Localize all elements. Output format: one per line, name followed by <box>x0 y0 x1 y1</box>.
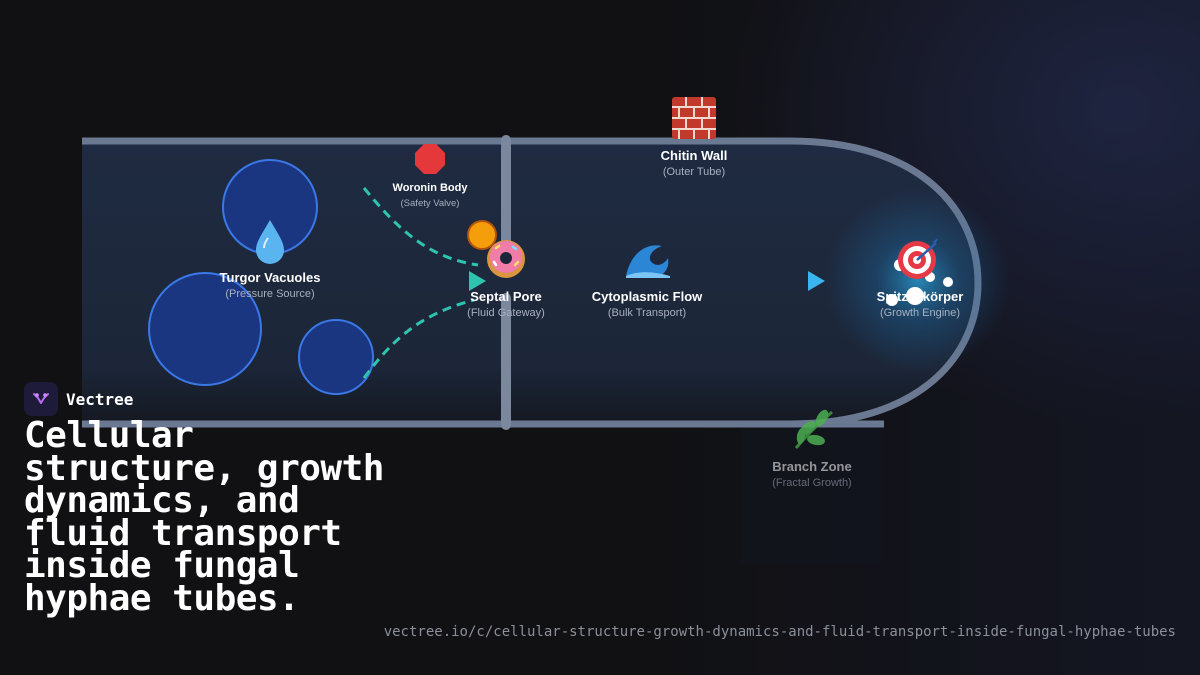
donut-icon <box>487 240 525 278</box>
flow-path-lower <box>362 298 475 379</box>
woronin-body-title: Woronin Body <box>392 182 468 194</box>
vacuole-small <box>298 319 374 395</box>
spitzenkorper-title: Spitzenkörper <box>876 289 964 304</box>
cytoplasmic-flow-subtitle: (Bulk Transport) <box>607 307 687 319</box>
stop-sign-icon <box>415 144 445 174</box>
branch-zone-subtitle: (Fractal Growth) <box>772 477 852 489</box>
headline: Cellular structure, growth dynamics, and… <box>24 415 384 619</box>
wave-icon <box>626 245 670 278</box>
woronin-body <box>467 220 497 250</box>
septal-pore-subtitle: (Fluid Gateway) <box>467 307 545 319</box>
cytoplasmic-flow-title: Cytoplasmic Flow <box>591 289 703 304</box>
herb-icon <box>794 409 833 449</box>
target-icon <box>898 238 938 279</box>
flow-path-upper <box>362 187 479 267</box>
turgor-vacuoles-title: Turgor Vacuoles <box>219 270 321 285</box>
source-url[interactable]: vectree.io/c/cellular-structure-growth-d… <box>383 624 1176 640</box>
septal-pore-title: Septal Pore <box>470 289 542 304</box>
vacuole-large-bottom <box>148 272 262 386</box>
spitzenkorper-subtitle: (Growth Engine) <box>879 307 961 319</box>
woronin-body-subtitle: (Safety Valve) <box>400 198 460 209</box>
brand: Vectree <box>24 382 133 416</box>
chitin-wall-subtitle: (Outer Tube) <box>662 166 726 178</box>
water-drop-icon <box>256 220 284 264</box>
branch-tube <box>738 424 885 564</box>
spitzenkorper-glow <box>826 188 1010 372</box>
flow-arrow-tip <box>808 271 825 291</box>
brick-icon <box>672 97 716 139</box>
chitin-wall-title: Chitin Wall <box>660 148 728 163</box>
branch-zone-title: Branch Zone <box>772 459 852 474</box>
flow-arrow-septal <box>469 271 486 291</box>
vectree-logo-icon <box>24 382 58 416</box>
turgor-vacuoles-subtitle: (Pressure Source) <box>225 288 315 300</box>
brand-name: Vectree <box>66 389 134 409</box>
